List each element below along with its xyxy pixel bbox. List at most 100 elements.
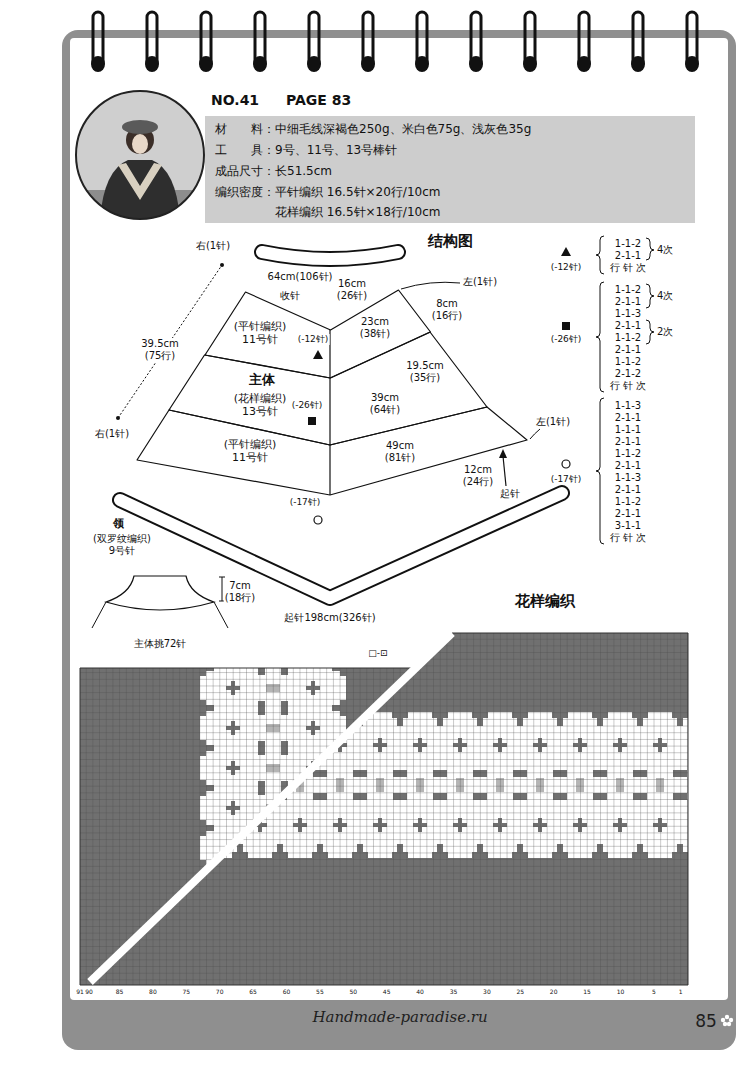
chart-border bbox=[80, 633, 688, 985]
dimension-label: 7cm (18行) bbox=[224, 580, 257, 604]
leader-arrow bbox=[503, 456, 506, 486]
decrease-step: 2-1-1 bbox=[614, 508, 642, 520]
notebook-page bbox=[70, 38, 728, 1000]
column-number: 65 bbox=[248, 988, 258, 995]
column-number: 90 bbox=[84, 988, 94, 995]
body-outline bbox=[92, 602, 228, 628]
pattern-band: 主体(花样编织) 13号针 bbox=[169, 332, 487, 445]
column-number: 5 bbox=[651, 988, 657, 995]
decrease-step: 1-1-3 bbox=[614, 400, 642, 412]
decrease-step: 2-1-1 bbox=[614, 412, 642, 424]
dimension-label: 49cm (81针) bbox=[384, 440, 417, 464]
band-border bbox=[169, 332, 487, 445]
dimension-label: 起针198cm(326针) bbox=[283, 612, 376, 624]
decrease-step: 2-1-1 bbox=[614, 250, 642, 262]
repeat-count: 2次 bbox=[656, 326, 674, 338]
brace bbox=[646, 284, 654, 308]
dimension-label: 8cm (16行) bbox=[431, 298, 464, 322]
decrease-step: 1-1-3 bbox=[614, 472, 642, 484]
decrease-step: 2-1-1 bbox=[614, 296, 642, 308]
arrowhead bbox=[499, 449, 507, 458]
spiral-ring bbox=[145, 12, 159, 72]
spec-line: 成品尺寸：长51.5cm bbox=[215, 164, 332, 178]
brace bbox=[596, 282, 604, 392]
column-number: 1 bbox=[678, 988, 684, 995]
decrease-count: (-17针) bbox=[289, 497, 322, 508]
column-number: 80 bbox=[148, 988, 158, 995]
decrease-count: (-26针) bbox=[291, 400, 324, 411]
neck-band-outline bbox=[262, 252, 398, 259]
circle-mark bbox=[562, 460, 570, 468]
decrease-count: (-12针) bbox=[297, 334, 330, 345]
triangle-mark bbox=[313, 350, 323, 359]
section-heading: 结构图 bbox=[427, 232, 474, 250]
band-label: (花样编织) 13号针 bbox=[234, 392, 287, 418]
dimension-dot bbox=[116, 416, 120, 420]
square-mark bbox=[308, 417, 316, 425]
column-number: 10 bbox=[616, 988, 626, 995]
column-number: 40 bbox=[415, 988, 425, 995]
band-label: (平针编织) 11号针 bbox=[234, 320, 287, 346]
decrease-step: 1-1-2 bbox=[614, 356, 642, 368]
chart-ground bbox=[80, 633, 688, 985]
table-header: 行 针 次 bbox=[609, 532, 647, 544]
decrease-step: 3-1-1 bbox=[614, 520, 642, 532]
table-header: 行 针 次 bbox=[609, 262, 647, 274]
decrease-step: 1-1-2 bbox=[614, 448, 642, 460]
band-border bbox=[137, 407, 527, 495]
part-note: (双罗纹编织) 9号针 bbox=[92, 533, 152, 557]
band-border bbox=[205, 290, 431, 378]
photo-background bbox=[76, 91, 204, 219]
flower-petal bbox=[723, 1022, 727, 1026]
page-reference: PAGE 83 bbox=[285, 92, 352, 109]
brace bbox=[596, 398, 604, 544]
model-photo bbox=[76, 91, 204, 220]
column-number: 35 bbox=[449, 988, 459, 995]
spiral-ring bbox=[307, 12, 321, 72]
watermark: Handmade-paradise.ru bbox=[312, 1008, 487, 1026]
decrease-count: (-26针) bbox=[550, 334, 583, 345]
column-number: 70 bbox=[215, 988, 225, 995]
spiral-ring bbox=[523, 12, 537, 72]
notebook-card bbox=[62, 30, 736, 1050]
decrease-step: 1-1-3 bbox=[614, 308, 642, 320]
center-line bbox=[329, 330, 330, 495]
spiral-ring bbox=[685, 12, 699, 72]
dimension-line bbox=[118, 265, 222, 418]
chart-diagonal bbox=[90, 633, 452, 982]
sweater-shape bbox=[100, 160, 180, 219]
sweater-motif bbox=[118, 163, 162, 200]
dimension-label: 16cm (26针) bbox=[336, 278, 369, 302]
edge-note: 左(1针) bbox=[462, 276, 498, 288]
part-name: 领 bbox=[112, 517, 125, 530]
face-shape bbox=[132, 134, 148, 154]
pattern-number: NO.41 bbox=[210, 92, 260, 109]
column-number: 55 bbox=[315, 988, 325, 995]
column-number: 45 bbox=[382, 988, 392, 995]
spiral-ring bbox=[631, 12, 645, 72]
spec-line: 花样编织 16.5针×18行/10cm bbox=[275, 205, 440, 219]
part-note: 主体挑72针 bbox=[133, 638, 188, 650]
dimension-label: 19.5cm (35行) bbox=[405, 360, 445, 384]
column-number: 15 bbox=[582, 988, 592, 995]
decrease-step: 2-1-1 bbox=[614, 436, 642, 448]
decrease-step: 2-1-1 bbox=[614, 344, 642, 356]
decrease-step: 1-1-1 bbox=[614, 424, 642, 436]
dimension-label: 12cm (24行) bbox=[462, 464, 495, 488]
decrease-step: 1-1-2 bbox=[614, 332, 642, 344]
collar-shape bbox=[106, 576, 214, 610]
photo-frame bbox=[76, 91, 204, 219]
spiral-ring bbox=[577, 12, 591, 72]
neck-band-fill bbox=[262, 252, 398, 259]
table-header: 行 针 次 bbox=[609, 380, 647, 392]
spec-panel: 材 料：中细毛线深褐色250g、米白色75g、浅灰色35g工 具：9号、11号、… bbox=[205, 116, 695, 223]
repeat-count: 4次 bbox=[656, 290, 674, 302]
decrease-step: 1-1-2 bbox=[614, 284, 642, 296]
edge-note: 右(1针) bbox=[195, 240, 231, 252]
dimension-label: 23cm (38针) bbox=[359, 316, 392, 340]
decrease-step: 2-1-1 bbox=[614, 460, 642, 472]
dimension-label: 39cm (64针) bbox=[369, 392, 402, 416]
spiral-ring bbox=[199, 12, 213, 72]
column-number: 60 bbox=[282, 988, 292, 995]
